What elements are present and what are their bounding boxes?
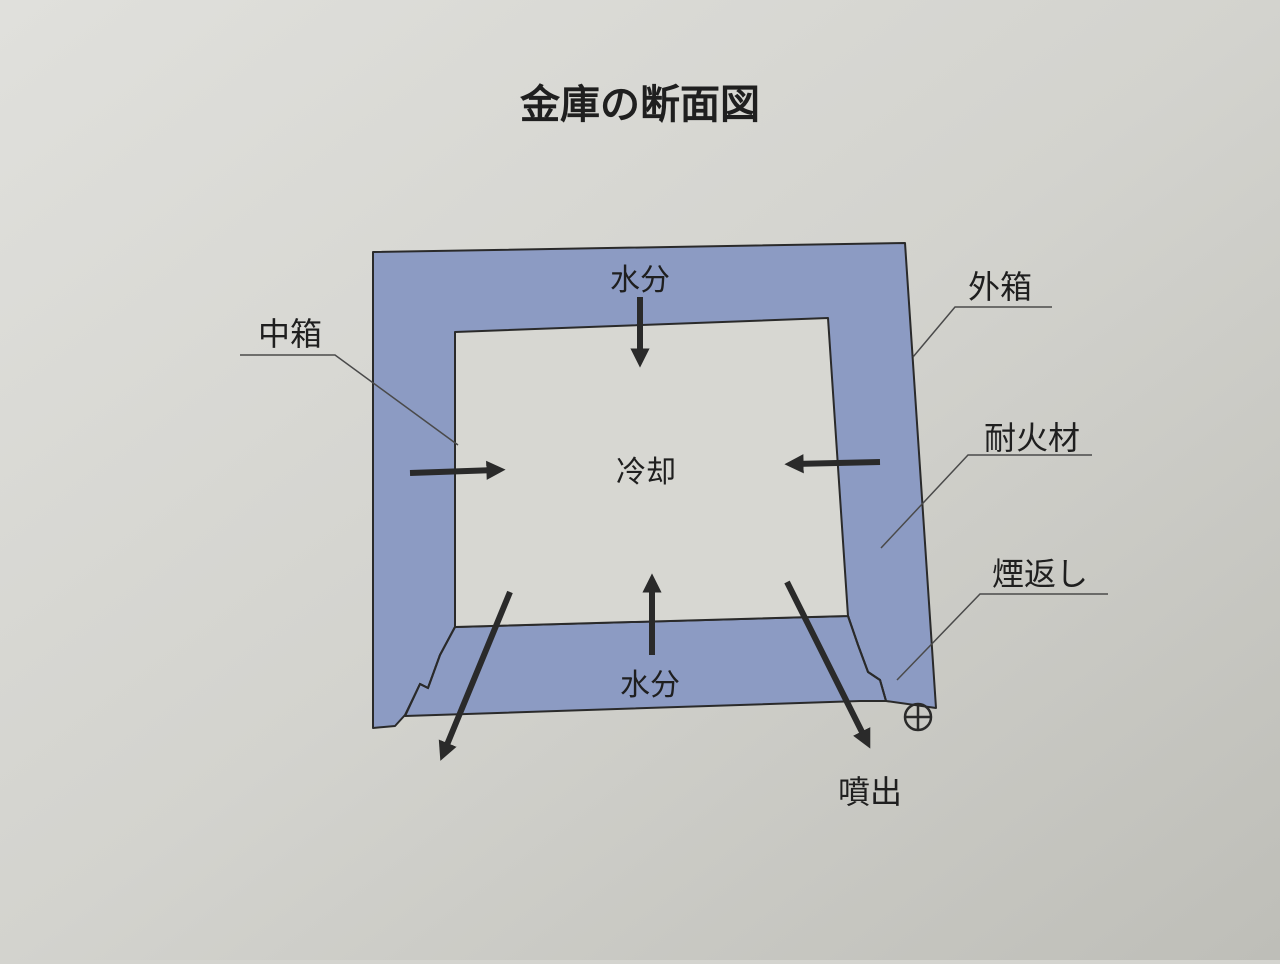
ejection-right-arrow-icon [784, 580, 871, 749]
fireproof-leader-line [880, 454, 1092, 549]
smoke-seal-leader-line [896, 593, 1108, 681]
cooling-left-arrow-icon [784, 454, 881, 474]
cooling-right-arrow-icon [409, 460, 506, 480]
outer-box-label: 外箱 [968, 268, 1032, 306]
smoke-seal-left-line [404, 626, 456, 717]
ejection-label: 噴出 [838, 773, 902, 811]
hinge-icon [903, 702, 933, 732]
inner-box-label: 中箱 [258, 315, 322, 353]
outer-box-leader-line [912, 306, 1052, 358]
fireproof-material-label: 耐火材 [984, 419, 1080, 457]
moisture-bottom-label: 水分 [620, 668, 680, 703]
diagram-title: 金庫の断面図 [519, 82, 760, 128]
cooling-label: 冷却 [616, 455, 676, 490]
smoke-seal-right-line [847, 615, 887, 702]
smoke-seal-label: 煙返し [992, 555, 1088, 593]
ejection-left-arrow-icon [438, 590, 513, 761]
inner-box-leader-line [240, 354, 459, 446]
moisture-top-label: 水分 [610, 263, 670, 298]
